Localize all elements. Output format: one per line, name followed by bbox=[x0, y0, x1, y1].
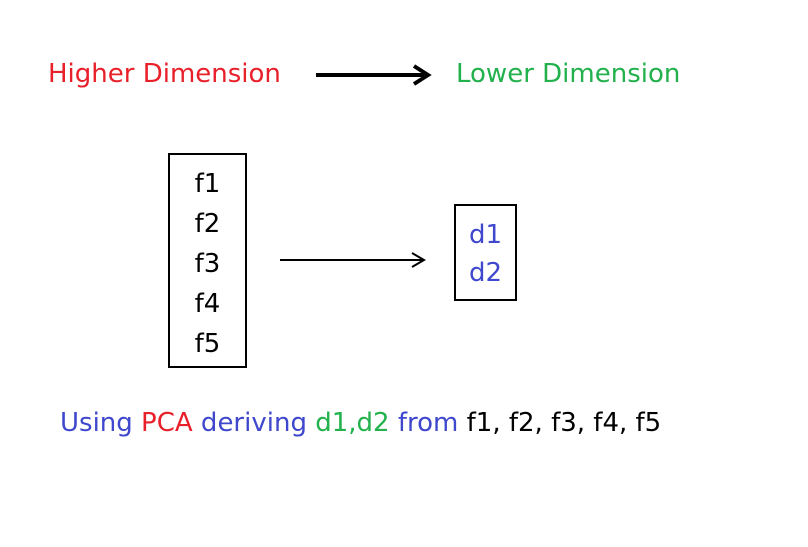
caption-from: from bbox=[389, 408, 467, 438]
caption-deriving: deriving bbox=[192, 408, 316, 438]
feature-item: f5 bbox=[194, 329, 221, 359]
feature-item: f2 bbox=[194, 209, 221, 239]
mapping-arrow-icon bbox=[280, 252, 426, 268]
caption-sources: f1, f2, f3, f4, f5 bbox=[466, 408, 662, 438]
feature-item: f1 bbox=[194, 169, 221, 199]
lower-dimension-label: Lower Dimension bbox=[456, 59, 681, 89]
header-arrow-icon bbox=[316, 64, 432, 86]
caption-pca: PCA bbox=[141, 408, 193, 438]
features-box: f1 f2 f3 f4 f5 bbox=[168, 153, 247, 368]
caption-using: Using bbox=[60, 408, 142, 438]
components-box: d1 d2 bbox=[454, 204, 517, 301]
component-item: d2 bbox=[468, 258, 503, 288]
component-item: d1 bbox=[468, 220, 503, 250]
caption: Using PCA deriving d1,d2 from f1, f2, f3… bbox=[60, 410, 661, 436]
feature-item: f3 bbox=[194, 249, 221, 279]
feature-item: f4 bbox=[194, 289, 221, 319]
higher-dimension-label: Higher Dimension bbox=[48, 59, 281, 89]
caption-derived: d1,d2 bbox=[315, 408, 390, 438]
